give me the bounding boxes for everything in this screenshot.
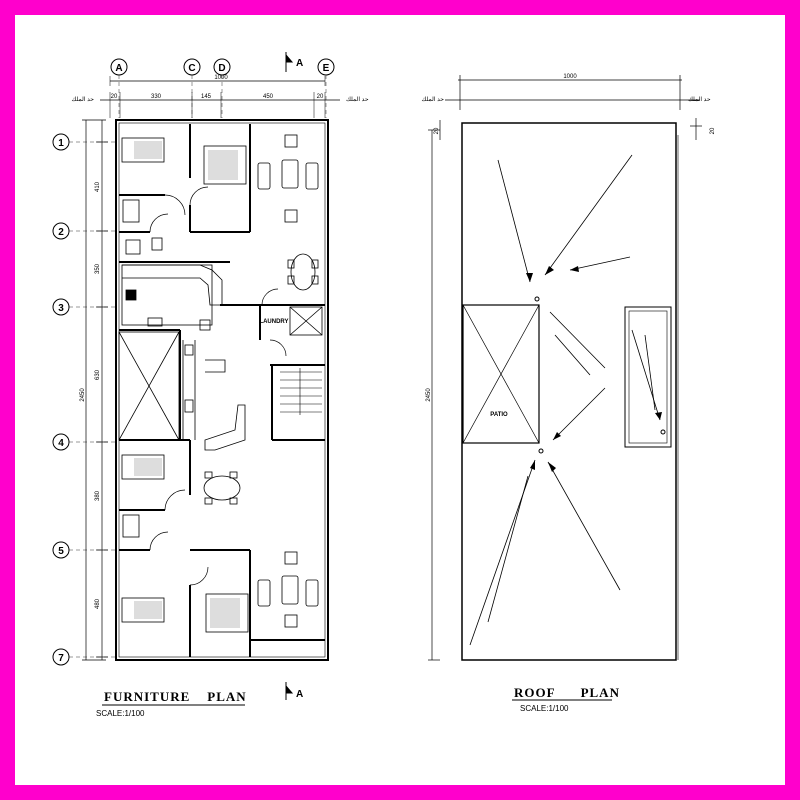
dim-overall-width: 1000 [214, 75, 228, 81]
dim-top-2: 330 [151, 94, 162, 100]
roof-dim-right-small: 20 [710, 127, 716, 134]
skylight-void [624, 306, 672, 448]
furniture-plan [52, 52, 340, 706]
roof-dimensions [428, 75, 702, 661]
dim-top-1: 20 [111, 94, 118, 100]
grid-label-1: 1 [58, 138, 64, 149]
drawing-sheet: A C D E 1 2 3 4 5 7 1000 20 330 145 450 … [15, 15, 785, 785]
grid-label-3: 3 [58, 303, 64, 314]
interior-walls [119, 124, 325, 657]
roof-side-note-right: حد الملك [688, 96, 711, 103]
door-swings [149, 186, 287, 586]
grid-label-4: 4 [58, 438, 64, 449]
shafts [118, 306, 323, 441]
roof-dim-left-small: 20 [434, 127, 440, 134]
grid-label-5: 5 [58, 546, 64, 557]
section-mark-bottom: A [296, 689, 303, 700]
side-note-left: حد الملك [71, 96, 94, 103]
roof-drain [660, 429, 666, 435]
grid-label-7: 7 [58, 653, 64, 664]
roof-drain [538, 448, 544, 454]
dim-top-4: 450 [263, 94, 274, 100]
grid-label-e: E [323, 63, 330, 74]
living-furniture-top [257, 134, 319, 291]
dim-left-3: 630 [95, 369, 101, 380]
section-markers [285, 52, 294, 700]
furniture-plan-scale: SCALE:1/100 [96, 709, 145, 718]
roof-side-note-left: حد الملك [421, 96, 444, 103]
roof-dim-overall-height: 2450 [426, 388, 432, 402]
room-label-laundry: LAUNDRY [259, 319, 288, 325]
furniture-plan-title: FURNITURE PLAN [104, 689, 247, 704]
grid-label-c: C [188, 63, 195, 74]
left-dimension-chain [82, 119, 108, 661]
living-furniture-bottom [203, 471, 319, 628]
roof-drain [534, 296, 540, 302]
stair [280, 368, 322, 415]
dim-left-4: 380 [95, 490, 101, 501]
dim-top-3: 145 [201, 94, 212, 100]
top-dimension-chain [100, 76, 340, 118]
side-note-right: حد الملك [346, 96, 369, 103]
slope-arrows [469, 154, 661, 646]
beds [121, 137, 249, 633]
room-label-patio: PATIO [490, 412, 508, 418]
roof-dim-overall-width: 1000 [563, 74, 577, 80]
grid-label-a: A [115, 63, 122, 74]
dim-left-2: 350 [95, 263, 101, 274]
dim-left-5: 480 [95, 598, 101, 609]
roof-plan-scale: SCALE:1/100 [520, 704, 569, 713]
roof-plan [428, 75, 702, 701]
kitchen-counter [121, 264, 246, 451]
roof-plan-title: ROOF PLAN [514, 685, 620, 700]
floor-plans-drawing: A C D E 1 2 3 4 5 7 1000 20 330 145 450 … [52, 52, 716, 718]
slope-arrowheads [526, 266, 662, 472]
patio-void [462, 304, 540, 444]
grid-bubbles-left [52, 133, 116, 666]
bathrooms [122, 199, 163, 538]
section-mark-top: A [296, 58, 303, 69]
dim-left-1: 410 [95, 181, 101, 192]
grid-label-d: D [218, 63, 225, 74]
roof-outline [461, 122, 677, 661]
dim-overall-height: 2450 [80, 388, 86, 402]
building-outline [115, 119, 329, 661]
grid-label-2: 2 [58, 227, 64, 238]
dim-top-5: 20 [317, 94, 324, 100]
grid-bubbles-top [110, 58, 335, 118]
